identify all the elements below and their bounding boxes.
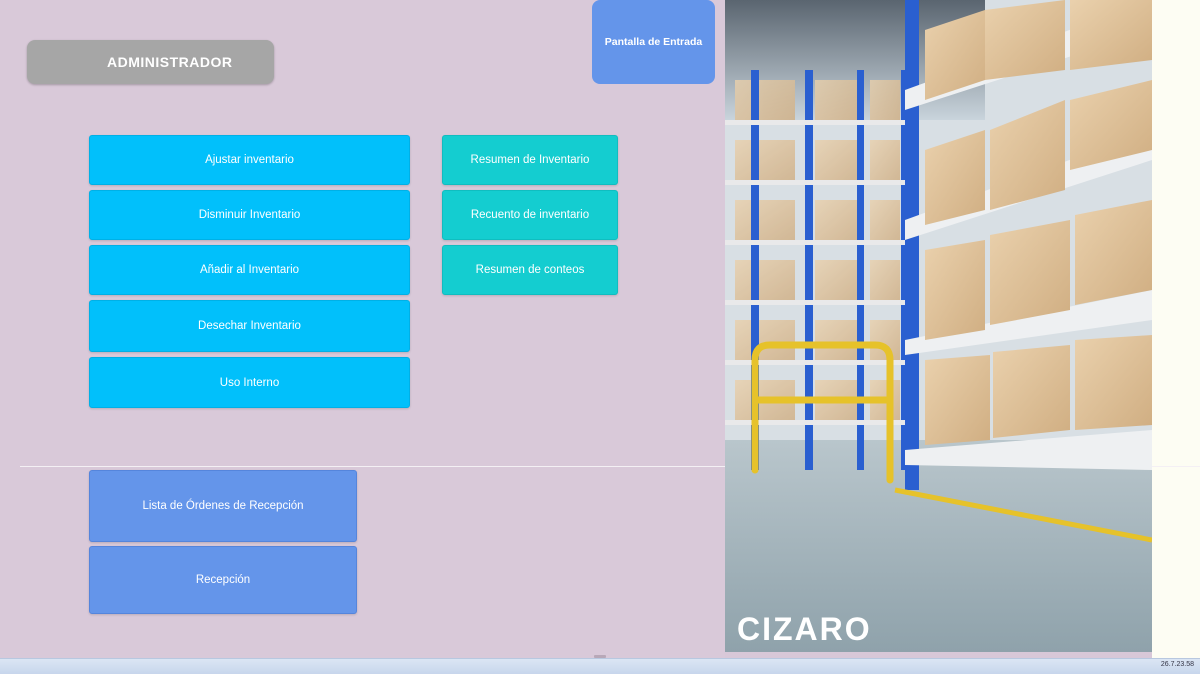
discard-inventory-label: Desechar Inventario bbox=[198, 320, 301, 332]
role-badge: ADMINISTRADOR bbox=[27, 40, 274, 84]
inventory-summary-label: Resumen de Inventario bbox=[470, 154, 590, 166]
decrease-inventory-label: Disminuir Inventario bbox=[198, 209, 301, 221]
count-summary-button[interactable]: Resumen de conteos bbox=[442, 245, 618, 295]
version-text: 26.7.23.58 bbox=[1160, 661, 1194, 668]
add-inventory-label: Añadir al Inventario bbox=[199, 264, 300, 276]
home-screen-button[interactable]: Pantalla de Entrada bbox=[592, 0, 715, 84]
inventory-count-button[interactable]: Recuento de inventario bbox=[442, 190, 618, 240]
reception-label: Recepción bbox=[195, 574, 251, 586]
inventory-count-label: Recuento de inventario bbox=[470, 209, 590, 221]
decrease-inventory-button[interactable]: Disminuir Inventario bbox=[89, 190, 410, 240]
adjust-inventory-button[interactable]: Ajustar inventario bbox=[89, 135, 410, 185]
discard-inventory-button[interactable]: Desechar Inventario bbox=[89, 300, 410, 352]
internal-use-button[interactable]: Uso Interno bbox=[89, 357, 410, 408]
internal-use-label: Uso Interno bbox=[219, 376, 280, 389]
reception-orders-list-label: Lista de Órdenes de Recepción bbox=[142, 500, 304, 512]
scroll-indicator bbox=[594, 655, 606, 658]
count-summary-label: Resumen de conteos bbox=[475, 264, 585, 276]
section-divider bbox=[20, 466, 1200, 467]
right-margin bbox=[1152, 0, 1200, 658]
role-label: ADMINISTRADOR bbox=[107, 54, 233, 70]
add-inventory-button[interactable]: Añadir al Inventario bbox=[89, 245, 410, 295]
inventory-summary-button[interactable]: Resumen de Inventario bbox=[442, 135, 618, 185]
brand-logo: CIZARO bbox=[737, 611, 872, 647]
reception-orders-list-button[interactable]: Lista de Órdenes de Recepción bbox=[89, 470, 357, 542]
home-screen-label: Pantalla de Entrada bbox=[604, 36, 703, 48]
adjust-inventory-label: Ajustar inventario bbox=[205, 154, 294, 166]
status-bar: 26.7.23.58 bbox=[0, 658, 1200, 674]
warehouse-image: CIZARO bbox=[725, 0, 1152, 652]
reception-button[interactable]: Recepción bbox=[89, 546, 357, 614]
